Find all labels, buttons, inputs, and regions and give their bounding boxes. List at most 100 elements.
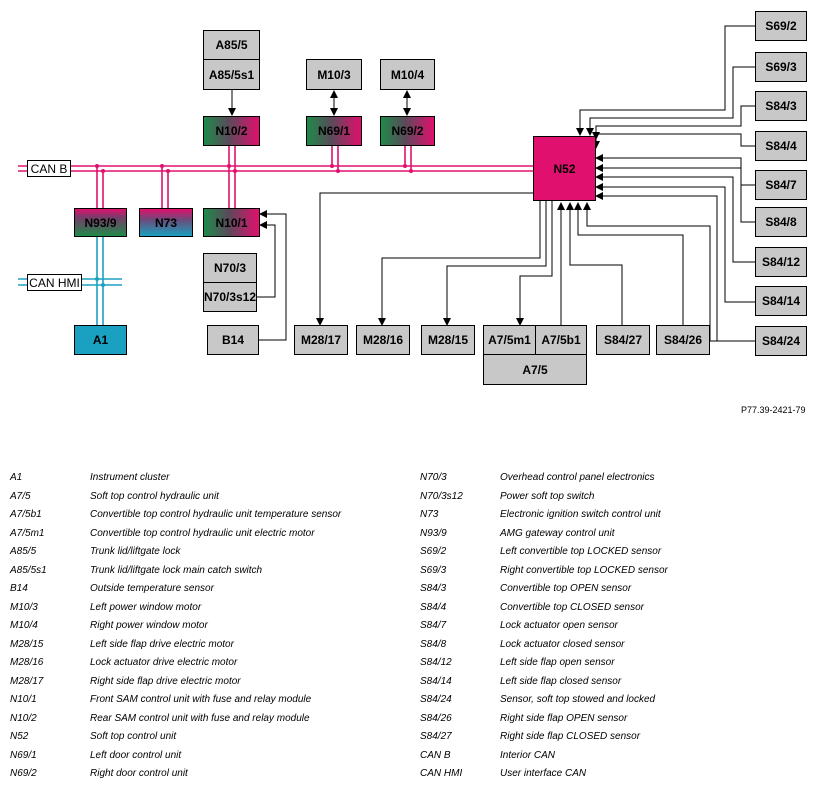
legend-description: Lock actuator open sensor bbox=[500, 620, 618, 631]
legend-description: Instrument cluster bbox=[90, 472, 170, 483]
legend-description: Convertible top control hydraulic unit t… bbox=[90, 509, 342, 520]
sensor-s84-4[interactable]: S84/4 bbox=[755, 131, 807, 161]
legend-code: S84/14 bbox=[420, 675, 452, 687]
legend-description: Trunk lid/liftgate lock bbox=[90, 546, 181, 557]
legend-code: S69/2 bbox=[420, 546, 447, 557]
control-unit-n93-9[interactable]: N93/9 bbox=[74, 208, 127, 237]
legend-description: Overhead control panel electronics bbox=[500, 472, 655, 483]
component-m28-17[interactable]: M28/17 bbox=[294, 325, 348, 355]
legend-code: S84/12 bbox=[420, 657, 452, 668]
sensor-s69-3[interactable]: S69/3 bbox=[755, 52, 807, 82]
legend-row: A1 Instrument cluster bbox=[10, 469, 410, 488]
legend-row: N10/2 Rear SAM control unit with fuse and… bbox=[10, 710, 410, 729]
component-m10-4[interactable]: M10/4 bbox=[380, 59, 435, 90]
legend-row: N69/2 Right door control unit bbox=[10, 765, 410, 784]
component-b14[interactable]: B14 bbox=[207, 325, 259, 355]
legend-row: S69/2 Left convertible top LOCKED sensor bbox=[420, 543, 810, 562]
legend-code: S84/24 bbox=[420, 694, 452, 705]
legend-code: S84/7 bbox=[420, 620, 447, 631]
sensor-s84-24[interactable]: S84/24 bbox=[755, 326, 807, 356]
control-unit-n69-1[interactable]: N69/1 bbox=[306, 116, 362, 146]
legend-description: Right side flap CLOSED sensor bbox=[500, 731, 641, 742]
legend-row: N10/1 Front SAM control unit with fuse an… bbox=[10, 691, 410, 710]
legend-description: Interior CAN bbox=[500, 749, 556, 761]
legend-description: Left side flap open sensor bbox=[500, 657, 615, 668]
legend-description: Convertible top control hydraulic unit e… bbox=[90, 527, 315, 539]
legend-description: Right side flap OPEN sensor bbox=[500, 712, 628, 724]
legend-code: M28/16 bbox=[10, 657, 44, 668]
component-n70-3s12[interactable]: N70/3s12 bbox=[203, 282, 257, 312]
legend-row: A85/5s1 Trunk lid/liftgate lock main catc… bbox=[10, 562, 410, 581]
legend-row: CAN B Interior CAN bbox=[420, 747, 810, 766]
legend-code: N70/3s12 bbox=[420, 490, 463, 502]
legend-code: N70/3 bbox=[420, 472, 447, 483]
control-unit-n10-1[interactable]: N10/1 bbox=[203, 208, 260, 237]
legend-row: N70/3s12 Power soft top switch bbox=[420, 488, 810, 507]
component-a1[interactable]: A1 bbox=[74, 325, 127, 355]
sensor-s84-12[interactable]: S84/12 bbox=[755, 247, 807, 277]
legend-code: N10/2 bbox=[10, 712, 37, 724]
sensor-s69-2[interactable]: S69/2 bbox=[755, 11, 807, 41]
legend-code: N52 bbox=[10, 731, 29, 742]
component-m10-3[interactable]: M10/3 bbox=[306, 59, 362, 90]
legend-code: A1 bbox=[10, 472, 23, 483]
component-m28-16[interactable]: M28/16 bbox=[356, 325, 410, 355]
component-n70-3[interactable]: N70/3 bbox=[203, 253, 257, 283]
legend-code: N69/2 bbox=[10, 768, 37, 779]
component-a7-5m1[interactable]: A7/5m1 bbox=[483, 325, 536, 355]
signal-lines bbox=[228, 25, 755, 342]
component-a85-5s1[interactable]: A85/5s1 bbox=[203, 59, 260, 90]
legend-code: B14 bbox=[10, 583, 28, 594]
component-a7-5[interactable]: A7/5 bbox=[483, 354, 587, 385]
legend-code: S84/4 bbox=[420, 601, 447, 613]
legend-code: N93/9 bbox=[420, 527, 447, 539]
legend-code: S84/3 bbox=[420, 583, 447, 594]
control-unit-n52[interactable]: N52 bbox=[533, 136, 596, 201]
legend-row: S84/27 Right side flap CLOSED sensor bbox=[420, 728, 810, 747]
document-number: P77.39-2421-79 bbox=[741, 405, 806, 415]
sensor-s84-8[interactable]: S84/8 bbox=[755, 207, 807, 237]
component-a85-5[interactable]: A85/5 bbox=[203, 30, 260, 60]
legend-description: Power soft top switch bbox=[500, 490, 595, 502]
control-unit-n69-2[interactable]: N69/2 bbox=[380, 116, 435, 146]
legend-code: CAN HMI bbox=[420, 768, 463, 779]
legend-description: Electronic ignition switch control unit bbox=[500, 509, 661, 520]
legend-description: Left side flap drive electric motor bbox=[90, 638, 234, 650]
sensor-s84-14[interactable]: S84/14 bbox=[755, 286, 807, 316]
legend-code: S84/27 bbox=[420, 731, 452, 742]
legend-description: Trunk lid/liftgate lock main catch switc… bbox=[90, 564, 263, 576]
legend-description: Left convertible top LOCKED sensor bbox=[500, 546, 662, 557]
sensor-s84-7[interactable]: S84/7 bbox=[755, 170, 807, 200]
legend-code: M28/17 bbox=[10, 675, 44, 687]
component-s84-26[interactable]: S84/26 bbox=[656, 325, 710, 355]
component-a7-5b1[interactable]: A7/5b1 bbox=[535, 325, 587, 355]
legend-code: N10/1 bbox=[10, 694, 37, 705]
control-unit-n10-2[interactable]: N10/2 bbox=[203, 116, 260, 146]
legend-description: Right power window motor bbox=[90, 620, 208, 631]
legend-description: Rear SAM control unit with fuse and rela… bbox=[90, 712, 310, 724]
legend-row: N73 Electronic ignition switch control un… bbox=[420, 506, 810, 525]
sensor-s84-3[interactable]: S84/3 bbox=[755, 91, 807, 121]
control-unit-n73[interactable]: N73 bbox=[139, 208, 193, 237]
legend-description: Front SAM control unit with fuse and rel… bbox=[90, 694, 312, 705]
legend-code: M10/4 bbox=[10, 620, 38, 631]
component-m28-15[interactable]: M28/15 bbox=[421, 325, 475, 355]
can-hmi-junctions bbox=[95, 277, 105, 287]
legend-description: User interface CAN bbox=[500, 768, 587, 779]
legend-description: Right side flap drive electric motor bbox=[90, 675, 241, 687]
legend-code: A85/5s1 bbox=[10, 564, 47, 576]
component-s84-27[interactable]: S84/27 bbox=[596, 325, 650, 355]
legend-description: Right door control unit bbox=[90, 768, 188, 779]
legend-code: CAN B bbox=[420, 749, 451, 761]
legend-code: N73 bbox=[420, 509, 439, 520]
